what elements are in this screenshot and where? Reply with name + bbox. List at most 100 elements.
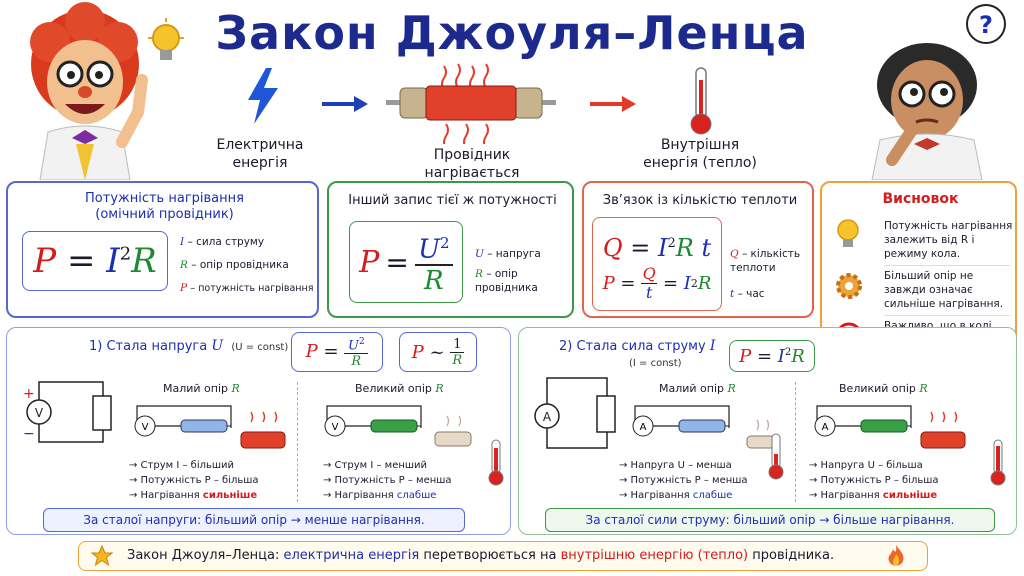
svg-text:V: V bbox=[332, 422, 339, 433]
legend-text: – потужність нагрівання bbox=[190, 283, 314, 294]
circuit-voltage-source: V + − bbox=[23, 381, 112, 443]
thermometer-icon bbox=[690, 67, 712, 135]
legend-row: P – потужність нагрівання bbox=[180, 281, 320, 296]
internal-energy-caption: Внутрішня енергія (тепло) bbox=[640, 136, 760, 172]
big-resistance-label: Великий опір R bbox=[839, 382, 928, 395]
small-r-list: → Струм I – більший → Потужність P – біл… bbox=[129, 458, 259, 503]
legend-row: Q – кількість теплоти bbox=[730, 247, 812, 275]
footer-banner: Закон Джоуля–Ленца: електрична енергія п… bbox=[78, 541, 928, 571]
page-title: Закон Джоуля–Ленца bbox=[215, 6, 809, 60]
footer-highlight-red: внутрішню енергію (тепло) bbox=[560, 548, 749, 563]
formula-p-i2r: P = I2R bbox=[22, 231, 168, 291]
bulb-icon bbox=[148, 18, 184, 60]
section-header: 2) Стала сила струму I bbox=[559, 338, 715, 354]
scientist-right-illustration bbox=[871, 43, 983, 180]
section-var: U bbox=[211, 338, 224, 354]
electric-energy-caption: Електрична енергія bbox=[210, 136, 310, 172]
gear-icon bbox=[836, 273, 862, 299]
svg-text:+: + bbox=[23, 386, 35, 402]
footer-text-part: провідника. bbox=[752, 548, 835, 563]
legend-symbol: P bbox=[180, 282, 188, 294]
footer-text-part: перетворюється на bbox=[423, 548, 557, 563]
legend-row: t – час bbox=[730, 287, 812, 301]
circuit-small-resistance: V bbox=[134, 405, 286, 449]
thermometer-icon bbox=[990, 439, 1006, 486]
circuit-current-source: A bbox=[534, 377, 616, 449]
list-item: → Потужність P – більша bbox=[809, 475, 939, 486]
list-text: → Нагрівання bbox=[619, 490, 690, 501]
list-text: → Нагрівання bbox=[129, 490, 200, 501]
strong-text: слабше bbox=[692, 490, 733, 501]
circuit-small-resistance: A bbox=[632, 405, 776, 449]
divider bbox=[884, 265, 1010, 266]
caption-line: енергія bbox=[232, 155, 288, 171]
circuit-big-resistance: A bbox=[814, 405, 966, 449]
divider bbox=[884, 315, 1010, 316]
label-text: Малий опір bbox=[659, 382, 725, 395]
conductor-caption: Провідник нагрівається bbox=[412, 146, 532, 182]
caption-line: енергія (тепло) bbox=[643, 155, 757, 171]
legend-text: – напруга bbox=[487, 248, 541, 260]
section-header: 1) Стала напруга U (U = const) bbox=[89, 338, 288, 354]
card-heat-quantity: Зв’язок із кількістю теплоти Q = I2R t P… bbox=[582, 181, 814, 318]
list-text: → Нагрівання bbox=[323, 490, 394, 501]
big-r-list: → Напруга U – більша → Потужність P – бі… bbox=[809, 458, 939, 503]
list-item: → Потужність P – менша bbox=[619, 475, 748, 486]
legend-row: R – опір провідника bbox=[475, 267, 571, 295]
legend-row: I – сила струму bbox=[180, 235, 320, 249]
legend-symbol: Q bbox=[730, 248, 739, 260]
list-item: → Потужність P – більша bbox=[129, 475, 259, 486]
section-title: 2) Стала сила струму bbox=[559, 339, 706, 354]
legend-symbol: R bbox=[475, 268, 483, 280]
small-r-list: → Напруга U – менша → Потужність P – мен… bbox=[619, 458, 748, 503]
svg-text:A: A bbox=[822, 422, 829, 433]
legend-text: – опір провідника bbox=[475, 268, 538, 294]
legend-symbol: R bbox=[180, 259, 188, 271]
formula-text: P = I2R bbox=[33, 241, 157, 281]
legend-text: – сила струму bbox=[187, 236, 265, 248]
list-item: → Нагрівання слабше bbox=[619, 488, 748, 503]
star-icon bbox=[91, 545, 113, 567]
header-line: (омічний провідник) bbox=[95, 207, 234, 222]
scientist-left-illustration bbox=[30, 2, 148, 180]
footer-text: Закон Джоуля–Ленца: електрична енергія п… bbox=[127, 542, 834, 569]
caption-line: нагрівається bbox=[424, 165, 520, 181]
conclusion-item: Більший опір не завжди означає сильніше … bbox=[884, 270, 1004, 310]
list-item: → Потужність P – менша bbox=[323, 475, 452, 486]
label-text: Великий опір bbox=[839, 382, 916, 395]
legend-text: – час bbox=[737, 288, 765, 300]
legend-row: U – напруга bbox=[475, 247, 571, 261]
arrow-right-icon bbox=[322, 96, 368, 112]
small-resistance-label: Малий опір R bbox=[659, 382, 736, 395]
strong-text: сильніше bbox=[202, 490, 258, 501]
card-header: Зв’язок із кількістю теплоти bbox=[602, 193, 798, 208]
heated-conductor-illustration bbox=[386, 63, 556, 144]
circuit-big-resistance: V bbox=[324, 405, 472, 447]
formula-p-i2r-small: P = I2R bbox=[729, 340, 815, 372]
legend: I – сила струму R – опір провідника P – … bbox=[180, 235, 320, 296]
legend: Q – кількість теплоти t – час bbox=[730, 247, 812, 301]
header-line: Потужність нагрівання bbox=[85, 191, 244, 206]
svg-text:?: ? bbox=[979, 11, 993, 39]
list-item: → Напруга U – більша bbox=[809, 460, 923, 471]
const-note: (U = const) bbox=[231, 342, 289, 353]
question-icon: ? bbox=[966, 4, 1006, 44]
list-item: → Нагрівання сильніше bbox=[809, 488, 939, 503]
formula-eq: = bbox=[385, 245, 409, 279]
label-text: Малий опір bbox=[163, 382, 229, 395]
section-conclusion: За сталої напруги: більший опір → менше … bbox=[43, 508, 465, 532]
legend-symbol: I bbox=[180, 236, 185, 248]
list-item: → Нагрівання слабше bbox=[323, 488, 452, 503]
caption-line: Електрична bbox=[216, 137, 304, 153]
legend: U – напруга R – опір провідника bbox=[475, 247, 571, 295]
strong-text: слабше bbox=[396, 490, 437, 501]
thermometer-icon bbox=[768, 433, 784, 480]
divider bbox=[297, 382, 298, 502]
caption-line: Провідник bbox=[433, 147, 511, 163]
bulb-icon bbox=[837, 219, 859, 247]
